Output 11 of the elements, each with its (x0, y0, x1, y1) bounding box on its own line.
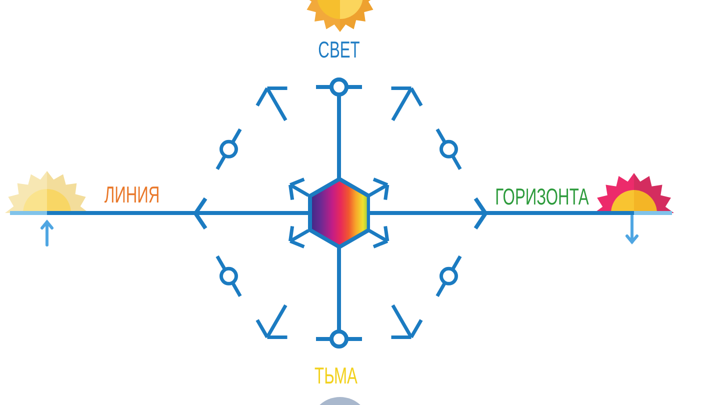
sun-illustration (4, 170, 90, 216)
connector-line (90, 211, 310, 215)
connector-line (314, 78, 364, 179)
horizon-label: ГОРИЗОНТА (495, 186, 589, 208)
gradient-hexagon (308, 177, 370, 249)
sun-illustration (593, 172, 675, 216)
caption-label: ТЬМА (314, 364, 358, 388)
caption-label: СВЕТ (318, 38, 360, 62)
horizon-label: ЛИНИЯ (104, 184, 160, 206)
connector-line (368, 211, 593, 215)
connector-line (314, 247, 364, 348)
